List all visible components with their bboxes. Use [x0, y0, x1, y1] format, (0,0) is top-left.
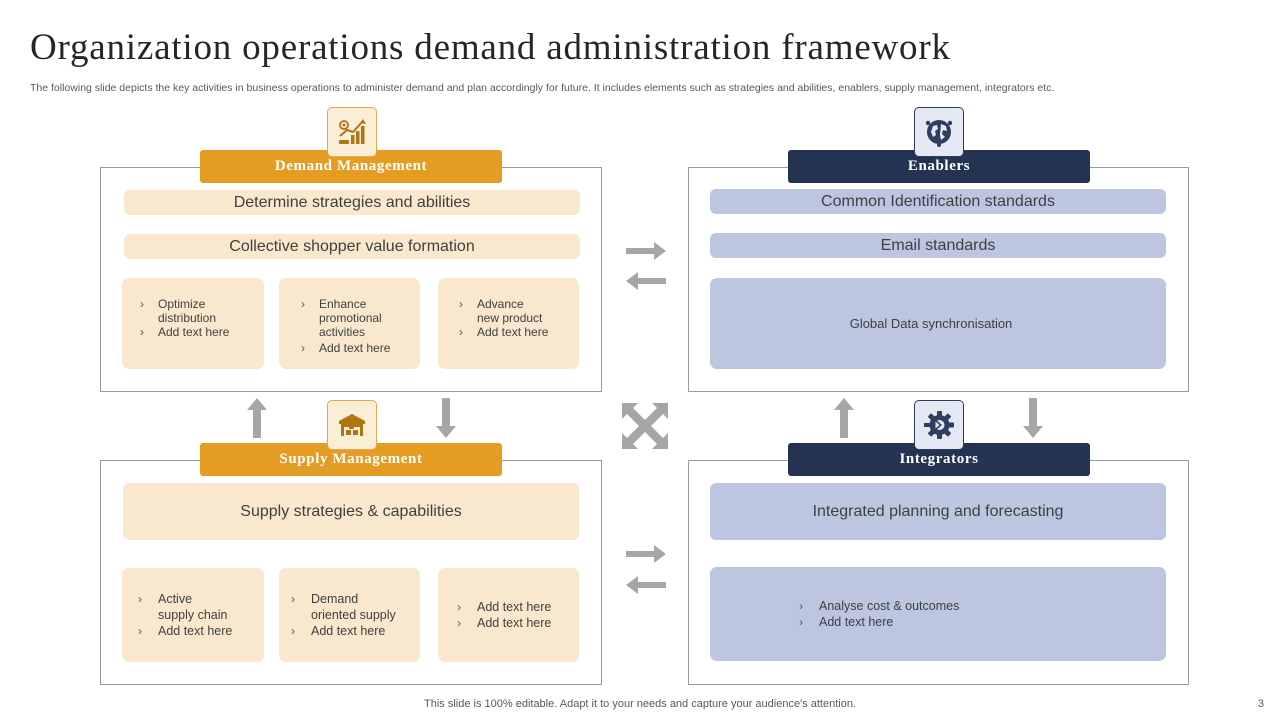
chevron-right-icon: ›	[457, 600, 461, 614]
slide-subtitle: The following slide depicts the key acti…	[30, 82, 1055, 94]
global-network-icon	[914, 107, 964, 157]
page-number: 3	[1257, 698, 1264, 710]
list-item: ›Add text here	[291, 624, 386, 638]
list-item: ›Add text here	[457, 600, 552, 614]
enablers-row-email: Email standards	[710, 233, 1166, 258]
chevron-right-icon: ›	[799, 599, 803, 613]
gear-arrow-icon	[914, 400, 964, 450]
arrow-left-icon	[626, 272, 666, 290]
chevron-right-icon: ›	[291, 592, 295, 606]
list-item: ›Add text here	[459, 325, 549, 339]
arrow-left-icon	[626, 576, 666, 594]
demand-row-shopper-value: Collective shopper value formation	[124, 234, 580, 259]
demand-card-new-product: ›Advance new product ›Add text here	[438, 278, 579, 369]
chevron-right-icon: ›	[301, 297, 305, 311]
demand-row-strategies: Determine strategies and abilities	[124, 190, 580, 215]
list-item: ›Advance new product	[459, 297, 543, 325]
list-item: ›Add text here	[457, 616, 552, 630]
slide-title: Organization operations demand administr…	[30, 27, 951, 68]
chevron-right-icon: ›	[140, 325, 144, 339]
enablers-box-global-data: Global Data synchronisation	[710, 278, 1166, 369]
chevron-right-icon: ›	[459, 297, 463, 311]
list-item: ›Add text here	[799, 615, 894, 629]
chevron-right-icon: ›	[301, 341, 305, 355]
list-item: ›Add text here	[140, 325, 230, 339]
arrow-up-icon	[834, 398, 854, 438]
chevron-right-icon: ›	[138, 624, 142, 638]
integrators-box-analyse: ›Analyse cost & outcomes ›Add text here	[710, 567, 1166, 661]
list-item: ›Enhance promotional activities	[301, 297, 382, 339]
chevron-right-icon: ›	[291, 624, 295, 638]
list-item: ›Add text here	[301, 341, 391, 355]
cross-arrows-icon	[622, 403, 668, 449]
chevron-right-icon: ›	[457, 616, 461, 630]
demand-card-promotional: ›Enhance promotional activities ›Add tex…	[279, 278, 420, 369]
integrators-row-planning: Integrated planning and forecasting	[710, 483, 1166, 540]
list-item: ›Optimize distribution	[140, 297, 217, 325]
supply-row-strategies: Supply strategies & capabilities	[123, 483, 579, 540]
chevron-right-icon: ›	[459, 325, 463, 339]
warehouse-icon	[327, 400, 377, 450]
list-item: ›Analyse cost & outcomes	[799, 599, 960, 613]
arrow-right-icon	[626, 242, 666, 260]
supply-card-demand-oriented: ›Demand oriented supply ›Add text here	[279, 568, 420, 662]
supply-card-active-chain: ›Active supply chain ›Add text here	[122, 568, 264, 662]
enablers-row-identification: Common Identification standards	[710, 189, 1166, 214]
chevron-right-icon: ›	[799, 615, 803, 629]
arrow-down-icon	[1023, 398, 1043, 438]
list-item: ›Active supply chain	[138, 592, 228, 622]
chevron-right-icon: ›	[140, 297, 144, 311]
supply-management-header: Supply Management	[200, 443, 502, 476]
chevron-right-icon: ›	[138, 592, 142, 606]
demand-card-distribution: ›Optimize distribution ›Add text here	[122, 278, 264, 369]
arrow-down-icon	[436, 398, 456, 438]
list-item: ›Add text here	[138, 624, 233, 638]
arrow-up-icon	[247, 398, 267, 438]
supply-card-add-text: ›Add text here ›Add text here	[438, 568, 579, 662]
growth-chart-icon	[327, 107, 377, 157]
arrow-right-icon	[626, 545, 666, 563]
slide-footer: This slide is 100% editable. Adapt it to…	[424, 698, 856, 710]
list-item: ›Demand oriented supply	[291, 592, 396, 622]
